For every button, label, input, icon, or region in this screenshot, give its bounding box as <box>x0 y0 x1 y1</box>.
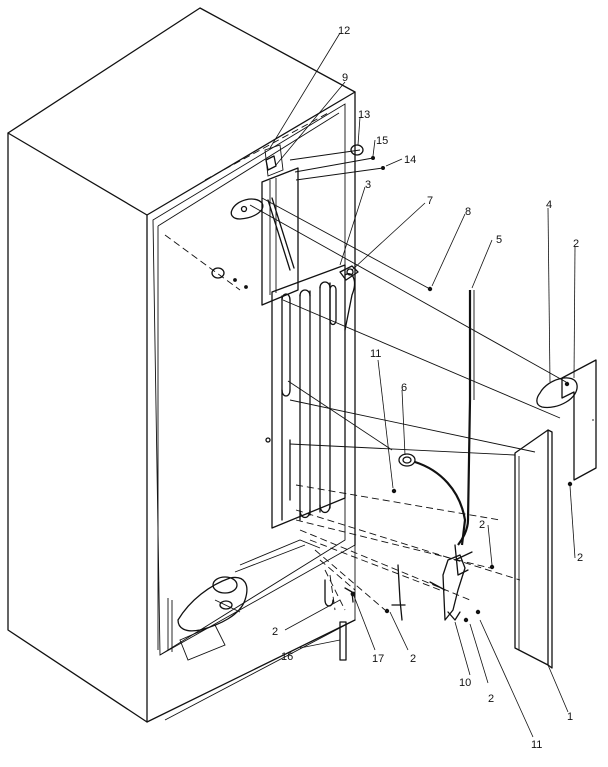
part-12-clip <box>265 155 277 171</box>
callout-11-upper: 11 <box>370 348 381 360</box>
part-4-pad <box>536 377 578 409</box>
callout-5: 5 <box>496 234 502 246</box>
grommet-on-back-wall <box>211 267 248 289</box>
callout-2-bottom-left: 2 <box>272 626 278 638</box>
part-2-clips-bottom <box>324 564 406 661</box>
callout-13: 13 <box>358 109 370 121</box>
callout-labels: 12 9 13 15 14 3 7 8 4 2 5 11 6 2 2 2 16 … <box>272 25 583 751</box>
callout-3: 3 <box>365 179 371 191</box>
callout-8: 8 <box>465 206 471 218</box>
callout-9: 9 <box>342 72 348 84</box>
callout-12: 12 <box>338 25 350 37</box>
cabinet <box>7 7 356 723</box>
callout-4: 4 <box>546 199 552 211</box>
part-6 <box>398 453 467 546</box>
lower-bracket <box>429 544 495 623</box>
callout-6: 6 <box>401 382 407 394</box>
callout-7: 7 <box>427 195 433 207</box>
part-7 <box>339 265 359 281</box>
callout-2-upper-right: 2 <box>573 238 579 250</box>
compressor-area <box>159 539 356 721</box>
part-1-rear-panel <box>514 429 553 669</box>
part-5-cord <box>457 290 475 546</box>
upper-cover-panel <box>561 359 597 487</box>
callout-15: 15 <box>376 135 388 147</box>
callout-14: 14 <box>404 154 416 166</box>
part-16-pin <box>339 621 347 661</box>
compressor-body <box>177 576 248 632</box>
callout-11-lower: 11 <box>531 739 542 751</box>
assembly-lines <box>249 149 567 611</box>
condenser-coil <box>265 264 346 529</box>
callout-10: 10 <box>459 677 471 689</box>
upper-bracket <box>230 198 264 220</box>
callout-17: 17 <box>372 653 384 665</box>
callout-2-bottom-center: 2 <box>410 653 416 665</box>
leader-lines <box>269 32 576 738</box>
part-11-screw-upper <box>391 488 397 494</box>
parts-13-14-15 <box>350 144 385 170</box>
callout-2-middle: 2 <box>479 519 485 531</box>
part-13-grommet <box>350 144 364 156</box>
callout-1: 1 <box>567 711 573 723</box>
upper-tubing <box>230 144 356 331</box>
callout-2-bottom-right: 2 <box>488 693 494 705</box>
compressor-dome <box>212 576 238 594</box>
callout-2-right: 2 <box>577 552 583 564</box>
callout-16: 16 <box>281 651 293 663</box>
